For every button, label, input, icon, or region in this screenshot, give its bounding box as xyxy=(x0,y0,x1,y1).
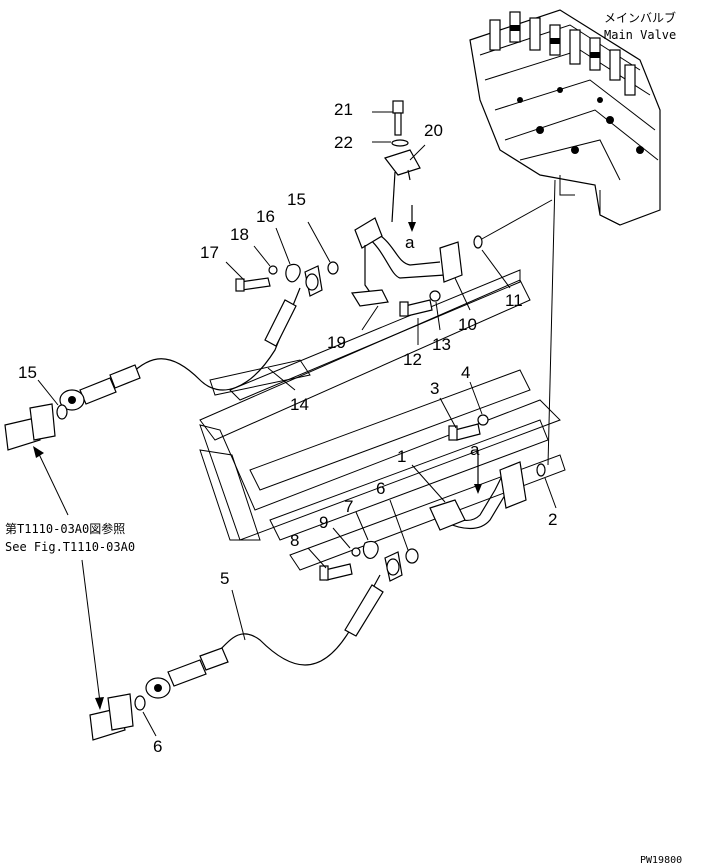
callout-7: 7 xyxy=(344,497,353,516)
hose-5 xyxy=(145,574,384,699)
leader-valve-2 xyxy=(547,179,556,466)
o-ring-2 xyxy=(536,463,546,477)
valve-label-jp: メインバルブ xyxy=(604,10,676,25)
ref-mark-a-lower: a xyxy=(470,440,480,459)
washer-18 xyxy=(268,265,278,275)
callouts: 21 22 20 15 16 18 17 11 10 19 12 13 15 1… xyxy=(18,100,557,756)
bolt-17 xyxy=(235,277,271,292)
lower-pipe-assembly xyxy=(429,450,527,531)
callout-3: 3 xyxy=(430,379,439,398)
hose-14 xyxy=(59,287,301,411)
o-ring-15-upper xyxy=(327,261,339,275)
callout-6-mid: 6 xyxy=(376,479,385,498)
bolt-12 xyxy=(399,299,433,317)
upper-pipe-assembly xyxy=(350,149,463,307)
callout-5: 5 xyxy=(220,569,229,588)
callout-1: 1 xyxy=(397,447,406,466)
callout-15-left: 15 xyxy=(18,363,37,382)
callout-22: 22 xyxy=(334,133,353,152)
reference-note-en: See Fig.T1110-03A0 xyxy=(5,540,135,554)
washer-13 xyxy=(429,290,441,302)
bolt-8 xyxy=(319,563,353,581)
callout-13: 13 xyxy=(432,335,451,354)
main-valve xyxy=(469,9,661,226)
callout-16: 16 xyxy=(256,207,275,226)
o-ring-6-lower xyxy=(134,695,146,711)
o-ring-6-upper xyxy=(405,548,419,564)
callout-2: 2 xyxy=(548,510,557,529)
port-fitting-upper xyxy=(4,403,56,451)
reference-note-jp: 第T1110-03A0図参照 xyxy=(5,521,125,536)
callout-20: 20 xyxy=(424,121,443,140)
bolt-3 xyxy=(448,423,481,441)
washer-9 xyxy=(351,547,361,557)
callout-18: 18 xyxy=(230,225,249,244)
washer-22 xyxy=(391,139,409,147)
bolt-21 xyxy=(392,100,404,136)
background-logo xyxy=(199,269,566,571)
ref-mark-a-upper: a xyxy=(405,233,415,252)
o-ring-15-left xyxy=(56,404,68,420)
callout-4: 4 xyxy=(461,363,470,382)
hose-fitting-7 xyxy=(362,540,403,582)
valve-label-en: Main Valve xyxy=(604,28,676,42)
callout-14: 14 xyxy=(290,395,309,414)
callout-19: 19 xyxy=(327,333,346,352)
o-ring-11 xyxy=(473,235,483,249)
callout-8: 8 xyxy=(290,531,299,550)
hose-fitting-16 xyxy=(285,263,323,297)
callout-6-lower: 6 xyxy=(153,737,162,756)
callout-12: 12 xyxy=(403,350,422,369)
callout-11: 11 xyxy=(505,291,523,310)
callout-15-upper: 15 xyxy=(287,190,306,209)
leader-valve-11 xyxy=(479,199,553,241)
callout-10: 10 xyxy=(458,315,477,334)
port-fitting-lower xyxy=(89,693,134,741)
drawing-id: PW19800 xyxy=(640,855,682,866)
washer-4 xyxy=(477,414,489,426)
callout-9: 9 xyxy=(319,513,328,532)
callout-21: 21 xyxy=(334,100,353,119)
callout-17: 17 xyxy=(200,243,219,262)
